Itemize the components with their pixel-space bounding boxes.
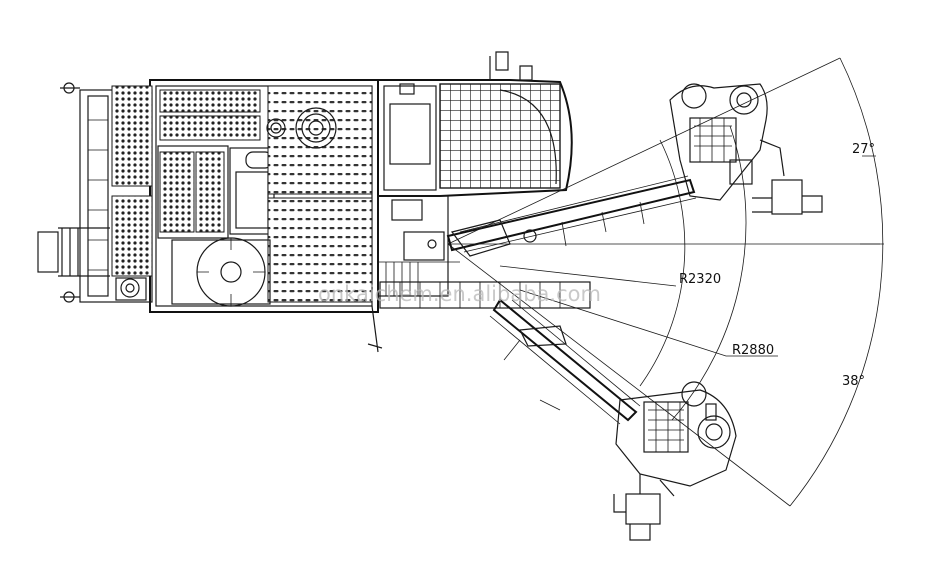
outer-arc [789,57,884,507]
arc-r2320 [639,139,686,387]
sweep-dimensions [447,57,884,507]
chassis [37,79,379,313]
angle-label-top: 27° [852,142,875,157]
angle-ray-bottom [447,243,791,507]
arc-r2880 [671,125,747,421]
lower-drill-head [613,381,737,541]
angle-ray-top [447,57,841,245]
angle-label-bottom: 38° [842,374,865,389]
leader-r2320 [499,265,677,287]
watermark-text: onkaichem.en.alibaba.com [318,282,601,306]
operator-cabin [377,51,573,197]
leader-r2880 [519,289,778,357]
boom-base [367,195,591,353]
radius-label-inner: R2320 [679,272,721,287]
radius-label-outer: R2880 [732,343,774,358]
lower-boom [489,298,641,425]
upper-drill-head [669,83,823,215]
